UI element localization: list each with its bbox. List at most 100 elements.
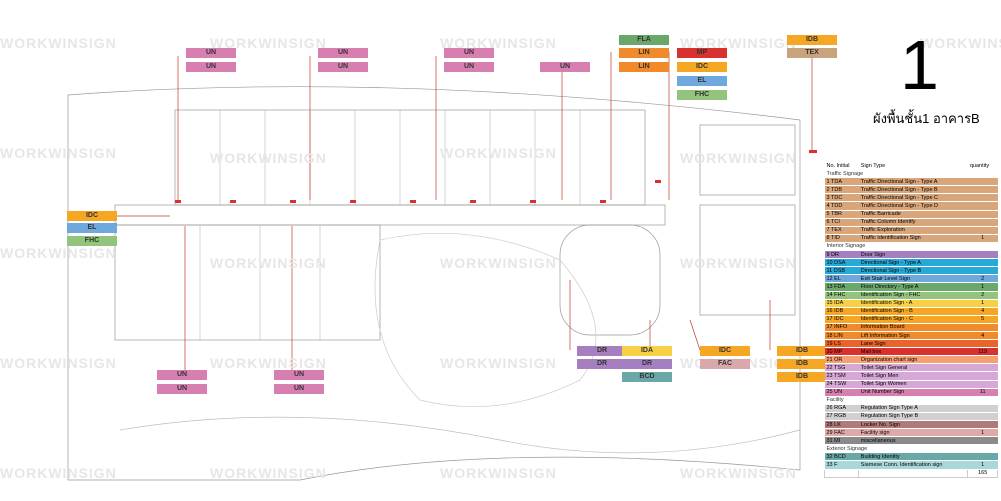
sign-type: Organization chart sign — [858, 355, 968, 365]
stair-core — [699, 124, 796, 196]
sign-tag: TEX — [787, 48, 837, 58]
sign-type: Traffic Directional Sign - Type A — [858, 177, 968, 187]
sign-tag: LIN — [619, 48, 669, 58]
sign-type: Mail box — [858, 347, 968, 357]
sign-id: 5 TBR — [824, 210, 859, 219]
sign-qty — [967, 323, 998, 332]
sign-tag: LIN — [619, 62, 669, 72]
sign-type: Identification Sign - A — [858, 299, 968, 308]
sign-type: Directional Sign - Type A — [858, 258, 968, 268]
sign-tag: DR — [577, 346, 627, 356]
watermark-text: WORKWINSIGN — [440, 465, 557, 481]
watermark-text: WORKWINSIGN — [680, 35, 797, 51]
sign-type: Regulation Sign Type A — [858, 404, 968, 413]
legend-section: Exterior Signage — [824, 444, 998, 454]
sign-id: 16 IDB — [824, 307, 859, 316]
watermark-text: WORKWINSIGN — [680, 255, 797, 271]
sign-id: 11 DSB — [824, 266, 859, 276]
sign-tag: UN — [274, 370, 324, 380]
sign-tag: UN — [444, 62, 494, 72]
sign-qty: 1 — [967, 428, 998, 438]
sign-id: 2 TDB — [824, 185, 859, 195]
sign-id: 23 TSM — [824, 371, 859, 381]
sign-type: Floor Directory - Type A — [858, 282, 968, 292]
sign-tag: IDC — [700, 346, 750, 356]
sign-qty: 4 — [967, 307, 998, 316]
sign-tag: FLA — [619, 35, 669, 45]
section-title: Facility — [824, 396, 998, 405]
sign-id: 24 TSW — [824, 380, 859, 389]
sign-qty: 5 — [967, 315, 998, 324]
sign-tag: UN — [157, 384, 207, 394]
sign-tag: UN — [157, 370, 207, 380]
sign-id: 22 TSG — [824, 363, 859, 373]
sign-type: Facility sign — [858, 428, 968, 438]
sign-type: Exit Stair Level Sign — [858, 274, 968, 284]
sign-id: 13 FDA — [824, 282, 859, 292]
sign-id: 18 LIN — [824, 331, 859, 341]
sign-tag: IDB — [777, 372, 827, 382]
watermark-text: WORKWINSIGN — [680, 465, 797, 481]
legend-section: Interior Signage — [824, 242, 998, 252]
sign-tag: UN — [318, 48, 368, 58]
sign-qty — [967, 436, 998, 446]
sign-qty — [967, 363, 998, 373]
sign-type: Traffic Column Identify — [858, 218, 968, 227]
header-no: No. Initial — [824, 162, 859, 171]
watermark-text: WORKWINSIGN — [0, 355, 117, 371]
sign-qty — [967, 371, 998, 381]
watermark-text: WORKWINSIGN — [210, 35, 327, 51]
sign-qty — [967, 193, 998, 203]
header-type: Sign Type — [858, 162, 968, 171]
section-title: Traffic Signage — [824, 169, 998, 179]
sign-tag: IDC — [677, 62, 727, 72]
sign-tag: UN — [318, 62, 368, 72]
sign-id: 20 MP — [824, 347, 859, 357]
sign-qty — [967, 452, 998, 462]
watermark-text: WORKWINSIGN — [210, 355, 327, 371]
floor-title: ผังพื้นชั้น1 อาคารB — [873, 111, 980, 126]
sign-tag: IDB — [777, 346, 827, 356]
legend-section: Traffic Signage — [824, 169, 998, 179]
sign-tag: IDC — [67, 211, 117, 221]
total-qty: 165 — [967, 468, 998, 478]
sign-type: Identification Sign - C — [858, 315, 968, 324]
sign-qty: 119 — [967, 347, 998, 357]
lobby — [559, 224, 661, 336]
floor-number: 1 — [900, 26, 939, 104]
sign-qty: 1 — [967, 282, 998, 292]
sign-tag: FAC — [700, 359, 750, 369]
lift-core — [699, 204, 796, 316]
sign-type: Information Board — [858, 323, 968, 332]
sign-type: miscellaneous — [858, 436, 968, 446]
legend-total-row: 165 — [823, 468, 998, 478]
sign-qty: 1 — [967, 460, 998, 470]
sign-type: Toilet Sign Men — [858, 371, 968, 381]
sign-id: 8 TID — [824, 234, 859, 243]
sign-type: Traffic Exploration — [858, 226, 968, 235]
sign-qty — [967, 250, 998, 260]
watermark-text: WORKWINSIGN — [680, 150, 797, 166]
sign-tag: UN — [186, 48, 236, 58]
sign-type: Toilet Sign General — [858, 363, 968, 373]
sign-tag: IDB — [777, 359, 827, 369]
sign-tag: UN — [444, 48, 494, 58]
